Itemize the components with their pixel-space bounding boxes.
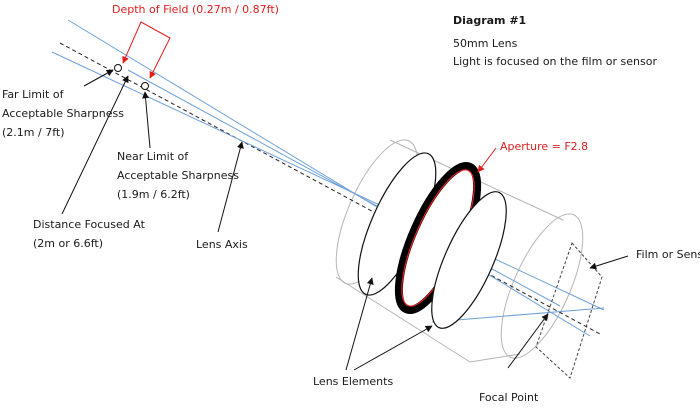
description-label: Light is focused on the film or sensor — [453, 55, 657, 68]
far-limit-label: Far Limit of Acceptable Sharpness (2.1m … — [2, 88, 127, 139]
barrel-back-rim — [500, 213, 584, 359]
lens-axis-label: Lens Axis — [196, 238, 248, 251]
near-limit-marker — [141, 82, 149, 90]
diagram-title: Diagram #1 — [453, 14, 526, 27]
lens-elements-arrow-1 — [345, 277, 374, 371]
depth-of-field-bracket — [122, 21, 171, 79]
depth-of-field-label: Depth of Field (0.27m / 0.87ft) — [112, 3, 279, 16]
lens-elements-label: Lens Elements — [313, 375, 393, 388]
lens-axis-arrow — [217, 141, 244, 233]
barrel-bottom-edge-2 — [469, 353, 521, 363]
light-ray-lower — [127, 69, 561, 307]
lens-label: 50mm Lens — [453, 37, 518, 50]
far-limit-arrow — [83, 69, 114, 87]
lens-elements-arrow-2 — [353, 325, 433, 371]
lens-axis-line — [59, 42, 601, 335]
distance-focused-arrow — [61, 75, 129, 215]
aperture-label: Aperture = F2.8 — [500, 140, 588, 153]
film-sensor-arrow — [589, 255, 629, 270]
pointer-arrows — [61, 69, 629, 371]
film-sensor-label: Film or Sensor — [636, 248, 700, 261]
aperture-arrow — [477, 147, 497, 173]
near-limit-label: Near Limit of Acceptable Sharpness (1.9m… — [117, 150, 242, 201]
focal-point-label: Focal Point — [479, 391, 539, 404]
lens-element-rear — [431, 191, 507, 329]
light-ray-return — [431, 307, 605, 323]
focal-point-arrow — [507, 313, 549, 369]
barrel-bottom-edge — [335, 276, 471, 363]
distance-focused-label: Distance Focused At (2m or 6.6ft) — [33, 218, 148, 250]
near-limit-arrow — [142, 91, 151, 149]
far-limit-marker — [114, 64, 122, 72]
